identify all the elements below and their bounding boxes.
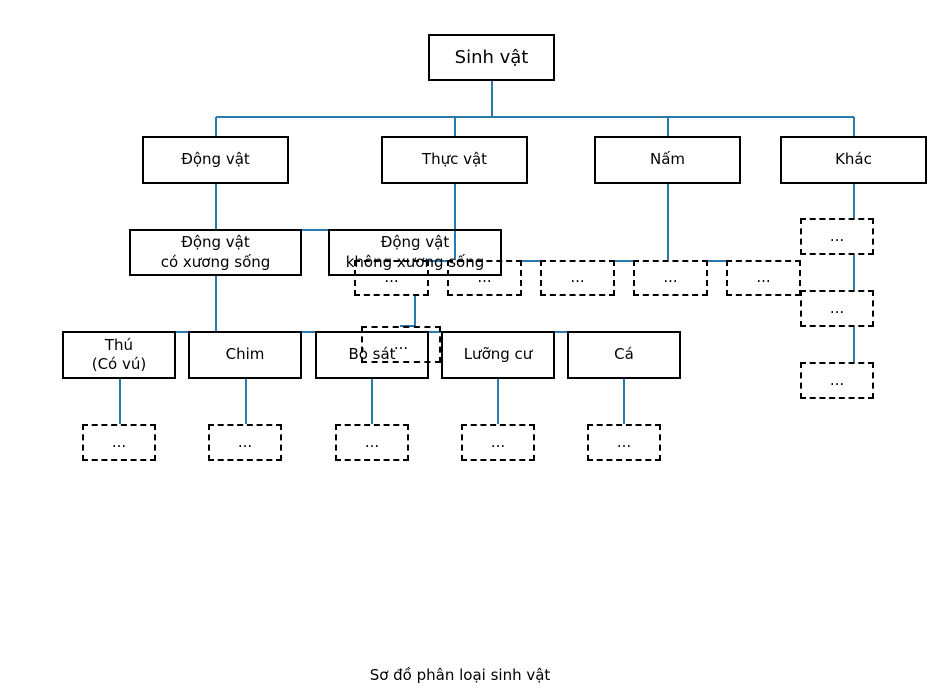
diagram-caption: Sơ đồ phân loại sinh vật [369, 666, 551, 684]
amphibians-sub: ... [461, 424, 535, 461]
node-birds: Chim [188, 331, 302, 379]
other-sub-3: ... [800, 362, 874, 399]
link-animals-drop [215, 184, 416, 231]
reptiles-sub: ... [335, 424, 409, 461]
plant-sub-1: ... [447, 260, 522, 296]
node-vertebrates: Động vật có xương sống [129, 229, 302, 276]
node-animals: Động vật [142, 136, 289, 184]
node-amphibians: Lưỡng cư [441, 331, 555, 379]
other-sub-1: ... [800, 218, 874, 255]
node-fungi: Nấm [594, 136, 741, 184]
fungi-sub-1: ... [633, 260, 708, 296]
fish-sub: ... [587, 424, 661, 461]
mammals-sub: ... [82, 424, 156, 461]
node-root: Sinh vật [428, 34, 555, 81]
node-invertebrates: Động vật không xương sống [328, 229, 502, 276]
plant-sub-2: ... [540, 260, 615, 296]
invertebrate-sub-2: ... [361, 326, 441, 363]
fungi-sub-2: ... [726, 260, 801, 296]
node-other: Khác [780, 136, 927, 184]
invertebrate-sub-1: ... [354, 260, 429, 296]
node-mammals: Thú (Có vú) [62, 331, 176, 379]
node-plants: Thực vật [381, 136, 528, 184]
birds-sub: ... [208, 424, 282, 461]
node-reptiles: Bò sát [315, 331, 429, 379]
node-fish: Cá [567, 331, 681, 379]
other-sub-2: ... [800, 290, 874, 327]
